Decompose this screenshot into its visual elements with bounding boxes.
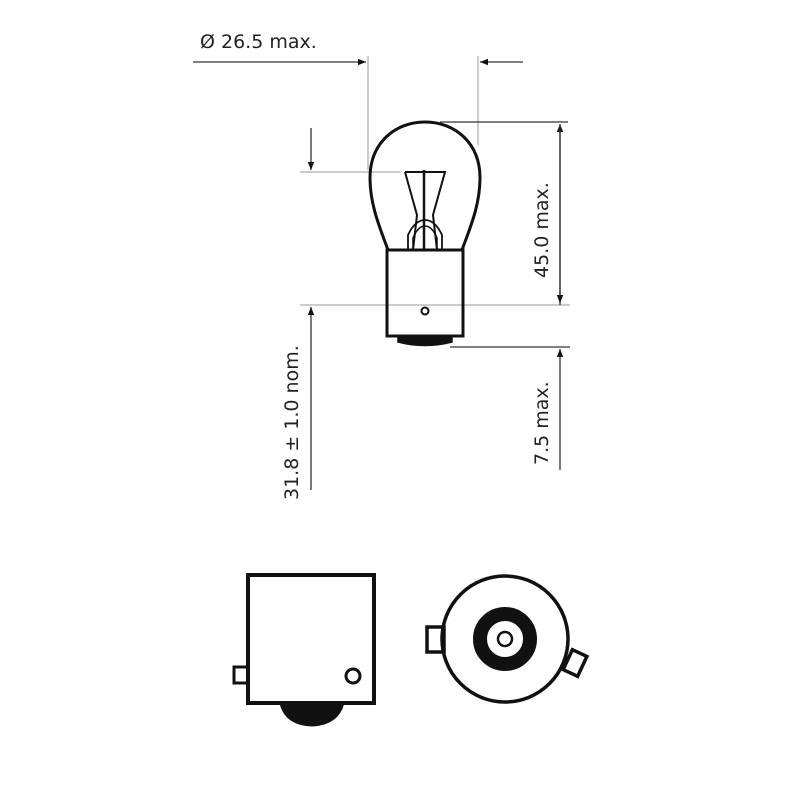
overall-length-label: 45.0 max.: [531, 182, 553, 278]
extension-lines: [300, 56, 570, 306]
bayonet-pin: [420, 306, 430, 316]
light-center-label: 31.8 ± 1.0 nom.: [281, 345, 303, 500]
overall-length-dimension: 45.0 max.: [531, 124, 564, 305]
glass-envelope: [368, 120, 482, 251]
light-center-dimension: 31.8 ± 1.0 nom.: [281, 128, 315, 500]
bulb-base: [385, 248, 465, 338]
base-length-dimension: 7.5 max.: [531, 349, 564, 470]
base-bottom-view: [425, 574, 590, 704]
diameter-label: Ø 26.5 max.: [200, 31, 317, 53]
bulb-side-view: [368, 120, 482, 347]
extension-lines-dark: [440, 121, 570, 348]
base-contact: [397, 335, 453, 347]
base-length-label: 7.5 max.: [531, 381, 553, 465]
diameter-dimension: Ø 26.5 max.: [193, 31, 523, 66]
base-side-view: [232, 573, 376, 727]
